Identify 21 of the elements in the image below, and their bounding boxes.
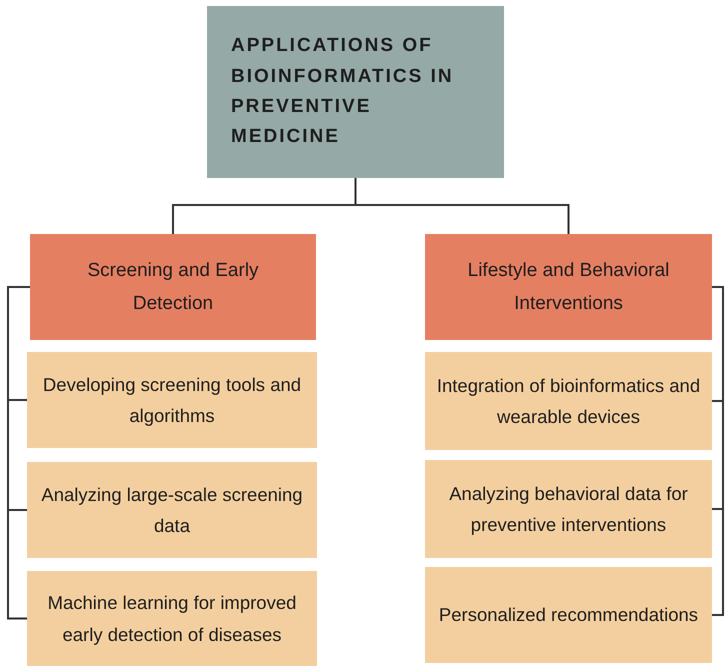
- category-label: Lifestyle and Behavioral Interventions: [466, 258, 670, 316]
- category-label: Screening and Early Detection: [86, 258, 260, 316]
- item-label: Integration of bioinformatics and wearable devices: [436, 374, 702, 429]
- connector-line: [7, 286, 30, 620]
- item-box: [27, 462, 317, 558]
- item-label: Personalized recommendations: [438, 603, 698, 628]
- item-box: [425, 352, 712, 450]
- connector-line: [354, 178, 570, 234]
- category-box: [425, 234, 712, 340]
- title-text: APPLICATIONS OF BIOINFORMATICS IN PREVENTIVE MEDICINE: [231, 34, 455, 150]
- item-box: [27, 352, 317, 448]
- connector-line: [712, 286, 724, 616]
- item-label: Analyzing behavioral data for preventive interventions: [448, 482, 689, 537]
- category-box: [30, 234, 316, 340]
- item-label: Machine learning for improved early detection of diseases: [46, 591, 298, 647]
- title-box: [207, 6, 504, 178]
- item-box: [27, 571, 317, 666]
- item-label: Developing screening tools and algorithms: [42, 372, 302, 428]
- item-label: Analyzing large-scale screening data: [40, 482, 304, 538]
- item-box: [425, 567, 712, 663]
- item-box: [425, 460, 712, 558]
